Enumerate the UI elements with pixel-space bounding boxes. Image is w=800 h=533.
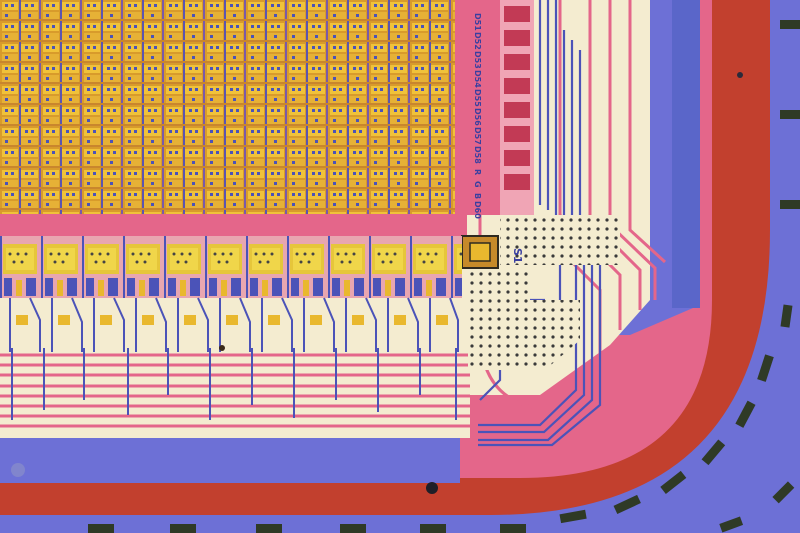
- row-label: D53: [473, 51, 482, 69]
- row-label: D57: [473, 127, 482, 145]
- row-label: B: [473, 193, 482, 199]
- row-label: R: [473, 169, 482, 175]
- right-blue-bus: [672, 0, 700, 308]
- row-label: D54: [473, 70, 482, 88]
- contact-field: [468, 268, 580, 370]
- row-decoder: [466, 0, 534, 215]
- row-labels: D51 D52 D53 D54 D55 D56 D57 D58 R G B D6…: [473, 13, 482, 219]
- row-label: G: [473, 181, 482, 188]
- sense-amp-row: [0, 236, 462, 298]
- column-circuits: [0, 297, 462, 352]
- block-label: S1: [511, 248, 524, 264]
- row-label: D52: [473, 32, 482, 50]
- bus-lines: [0, 353, 470, 428]
- bus-drops: [11, 348, 457, 420]
- bottom-blue-bus: [0, 438, 460, 483]
- array-bottom-border: [0, 214, 465, 236]
- s1-block: S1: [461, 235, 524, 269]
- pad-ring-marks: [88, 20, 800, 533]
- row-label: D56: [473, 108, 482, 126]
- array-right-border: [455, 0, 467, 236]
- contact-field-upper: [500, 215, 620, 265]
- row-label: D55: [473, 89, 482, 107]
- row-label: D51: [473, 13, 482, 31]
- cell-array: [0, 0, 460, 215]
- row-label: D58: [473, 146, 482, 164]
- row-label: D60: [473, 201, 482, 219]
- dust-particles: [11, 72, 743, 494]
